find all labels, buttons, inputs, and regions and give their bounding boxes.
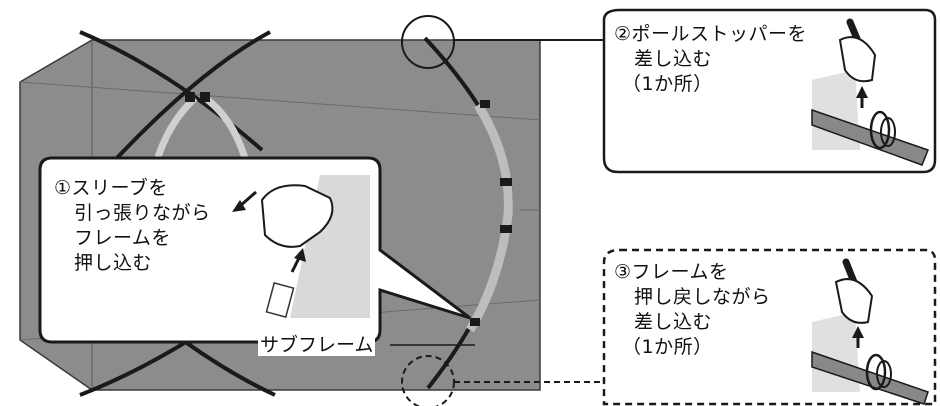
callout-line: 押し込む — [74, 252, 153, 274]
sub-frame-sleeve — [466, 102, 513, 333]
sub-frame-joint — [500, 178, 512, 186]
strap-band — [811, 350, 929, 405]
pole-joint — [200, 92, 210, 102]
arrow-head — [294, 248, 306, 262]
sub-frame — [423, 36, 513, 390]
tent-fold-line — [19, 81, 541, 121]
hand-icon — [838, 36, 877, 83]
callout-line: フレームを — [74, 227, 171, 249]
pole-top-left — [79, 30, 264, 152]
callout-step3-text: ③フレームを 押し戻しながら 差し込む （1か所） — [614, 260, 771, 360]
step2-illustration — [811, 18, 929, 166]
callout-step1-text: ①スリーブを 引っ張りながら フレームを 押し込む — [54, 176, 211, 276]
sleeve-panel — [290, 175, 370, 318]
callout-step2-text: ②ポールストッパーを 差し込む （1か所） — [614, 22, 807, 97]
arrow-head — [852, 326, 864, 338]
sub-frame-joint — [480, 100, 490, 108]
callout-line: 引っ張りながら — [74, 202, 211, 224]
callout-line: 差し込む — [634, 311, 713, 333]
strap-ring-icon — [880, 117, 896, 147]
callout-line: （1か所） — [622, 73, 713, 95]
sub-frame-joint — [500, 225, 512, 233]
pole-joint — [185, 92, 195, 102]
hand-icon — [834, 278, 874, 324]
callout-line: ②ポールストッパーを — [614, 23, 808, 45]
detail-circle-top — [401, 15, 455, 69]
strap-ring-icon — [876, 360, 892, 388]
callout-line: ①スリーブを — [54, 177, 168, 199]
arrow-down-left-icon — [239, 190, 257, 208]
arrow-head — [856, 86, 868, 98]
callout-line: ③フレームを — [614, 261, 729, 283]
callout-line: （1か所） — [622, 336, 713, 358]
callout-line: 押し戻しながら — [634, 286, 771, 308]
strap-ring-icon — [869, 110, 891, 150]
hand-icon — [260, 184, 334, 248]
step3-illustration — [811, 258, 929, 405]
sub-frame-label: サブフレーム — [258, 334, 376, 356]
arrow-head — [232, 200, 246, 212]
step1-illustration — [232, 175, 370, 318]
strap-ring-icon — [865, 353, 887, 391]
pole-segment — [265, 282, 295, 318]
callout-line: 差し込む — [634, 48, 713, 70]
sub-frame-joint — [470, 318, 480, 326]
pole-top-right — [113, 30, 271, 162]
